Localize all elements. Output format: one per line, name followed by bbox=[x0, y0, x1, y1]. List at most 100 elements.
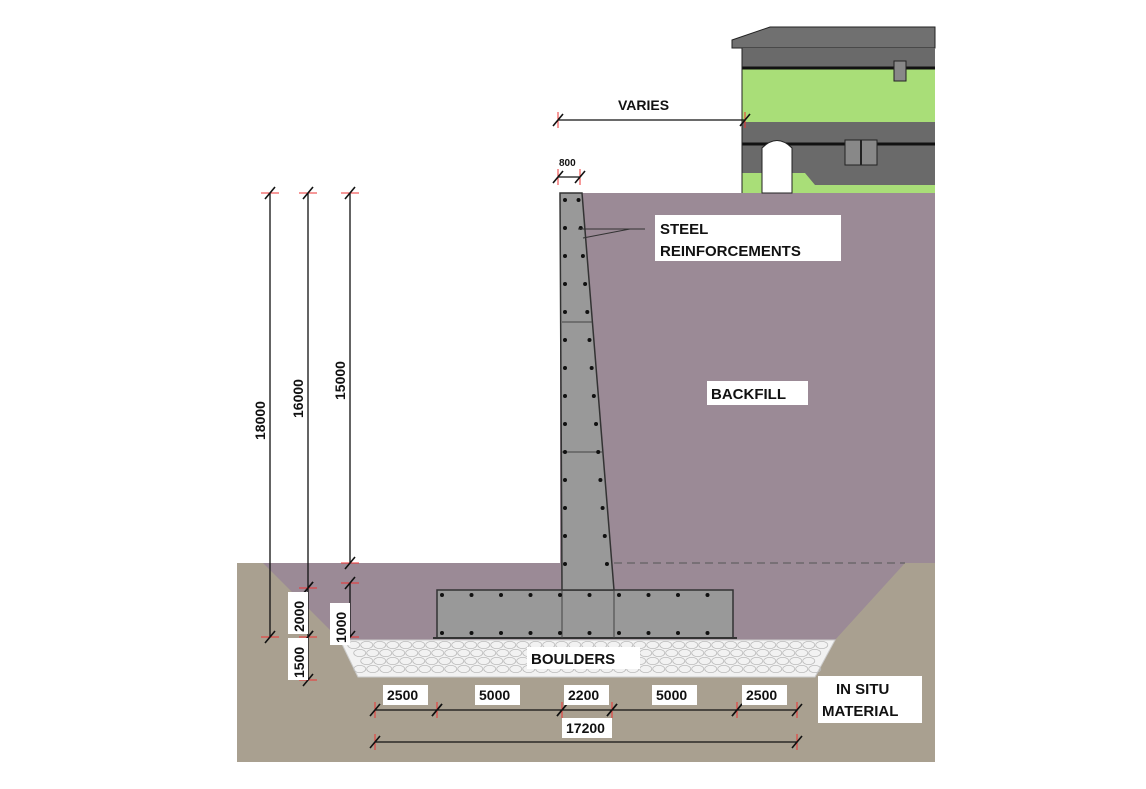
boulder bbox=[399, 657, 413, 666]
boulder bbox=[451, 657, 465, 666]
boulder bbox=[776, 657, 790, 666]
rebar-dot bbox=[563, 254, 567, 258]
steel-reinforcement-dots bbox=[440, 198, 710, 635]
boulder bbox=[464, 657, 478, 666]
boulders-label: BOULDERS bbox=[531, 651, 615, 668]
boulder bbox=[750, 657, 764, 666]
dim-toe-2500-label: 2500 bbox=[387, 687, 418, 703]
boulder bbox=[750, 641, 764, 650]
dim-16000-label: 16000 bbox=[290, 379, 306, 418]
boulder bbox=[737, 657, 751, 666]
boulder bbox=[477, 657, 491, 666]
boulder bbox=[379, 649, 393, 658]
boulder bbox=[802, 641, 816, 650]
boulder bbox=[743, 665, 757, 674]
boulder bbox=[353, 649, 367, 658]
boulder bbox=[444, 649, 458, 658]
boulder bbox=[373, 657, 387, 666]
boulder bbox=[405, 665, 419, 674]
rebar-dot bbox=[563, 422, 567, 426]
rebar-dot bbox=[563, 478, 567, 482]
boulder bbox=[405, 649, 419, 658]
boulder bbox=[789, 641, 803, 650]
rebar-dot bbox=[676, 631, 680, 635]
leader-line bbox=[582, 228, 631, 239]
boulder bbox=[672, 641, 686, 650]
rebar-dot bbox=[617, 593, 621, 597]
rebar-dot bbox=[528, 593, 533, 597]
dimension-tick bbox=[369, 703, 381, 717]
dimension-tick bbox=[606, 703, 618, 717]
boulder bbox=[509, 649, 523, 658]
dim-1500-label: 1500 bbox=[291, 647, 307, 678]
rebar-dot bbox=[617, 631, 621, 635]
boulder bbox=[483, 665, 497, 674]
rebar-dot bbox=[587, 338, 592, 342]
dim-heel-2500-label: 2500 bbox=[746, 687, 777, 703]
rebar-dot bbox=[576, 198, 581, 202]
boulder bbox=[412, 657, 426, 666]
boulder bbox=[665, 649, 679, 658]
boulder bbox=[685, 657, 699, 666]
boulder bbox=[711, 657, 725, 666]
boulder bbox=[483, 649, 497, 658]
boulder bbox=[737, 641, 751, 650]
dimension-tick bbox=[344, 576, 356, 590]
boulder bbox=[457, 649, 471, 658]
boulder bbox=[477, 641, 491, 650]
rebar-dot bbox=[563, 562, 567, 566]
boulder bbox=[665, 665, 679, 674]
boulder bbox=[789, 657, 803, 666]
boulder bbox=[652, 665, 666, 674]
dimension-tick bbox=[574, 170, 586, 184]
boulder bbox=[516, 641, 530, 650]
rebar-dot bbox=[563, 310, 567, 314]
boulder bbox=[711, 641, 725, 650]
wall-top-width-label: 800 bbox=[559, 158, 576, 169]
dimension-tick bbox=[739, 113, 751, 127]
rebar-dot bbox=[558, 593, 562, 597]
boulder bbox=[815, 641, 829, 650]
dimension-tick bbox=[731, 703, 743, 717]
boulder bbox=[451, 641, 465, 650]
rebar-dot bbox=[580, 254, 585, 258]
boulder bbox=[685, 641, 699, 650]
boulder bbox=[678, 665, 692, 674]
rebar-dot bbox=[563, 394, 567, 398]
rebar-dot bbox=[563, 226, 567, 230]
dim-heel-5000-label: 5000 bbox=[656, 687, 687, 703]
boulder bbox=[366, 665, 380, 674]
boulder bbox=[490, 641, 504, 650]
rebar-dot bbox=[589, 366, 594, 370]
boulder bbox=[438, 641, 452, 650]
boulder bbox=[457, 665, 471, 674]
rebar-dot bbox=[600, 506, 605, 510]
dimension-tick bbox=[556, 703, 568, 717]
boulder bbox=[360, 657, 374, 666]
house-small-window bbox=[893, 60, 907, 82]
dim-total-17200-label: 17200 bbox=[566, 720, 605, 736]
rebar-dot bbox=[440, 631, 444, 635]
house bbox=[731, 26, 936, 194]
boulder bbox=[763, 657, 777, 666]
dim-2000-label: 2000 bbox=[291, 601, 307, 632]
boulder bbox=[691, 665, 705, 674]
boulder bbox=[802, 657, 816, 666]
boulder bbox=[756, 665, 770, 674]
rebar-dot bbox=[563, 198, 567, 202]
dimension-tick bbox=[344, 186, 356, 200]
boulder bbox=[392, 665, 406, 674]
dim-1000-label: 1000 bbox=[333, 612, 349, 643]
varies-label: VARIES bbox=[618, 97, 669, 113]
dimension-tick bbox=[552, 170, 564, 184]
rebar-dot bbox=[499, 593, 503, 597]
dimension-tick bbox=[302, 186, 314, 200]
dimension-tick bbox=[791, 703, 803, 717]
dim-15000-label: 15000 bbox=[332, 361, 348, 400]
dimension-tick bbox=[552, 113, 564, 127]
boulder bbox=[418, 665, 432, 674]
boulder bbox=[386, 641, 400, 650]
boulder bbox=[444, 665, 458, 674]
dimension-tick bbox=[264, 186, 276, 200]
rebar-dot bbox=[602, 534, 607, 538]
